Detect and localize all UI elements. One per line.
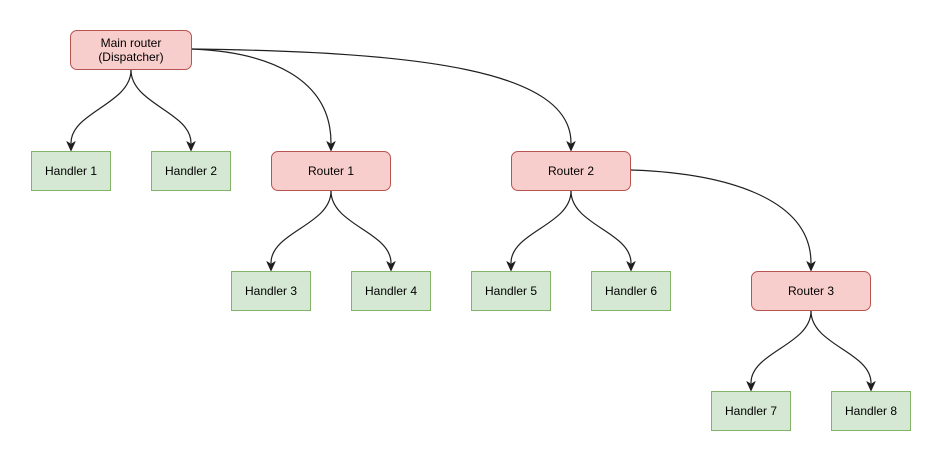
node-label-handler-1: Handler 1 <box>44 164 98 178</box>
node-label-main-router: Main router (Dispatcher) <box>98 36 164 64</box>
arrowhead-a-h8 <box>866 381 876 392</box>
edge-paths <box>70 48 872 384</box>
node-handler-4[interactable]: Handler 4 <box>351 271 431 311</box>
node-label-handler-5: Handler 5 <box>484 284 538 298</box>
arrowhead-a-h1 <box>66 141 76 152</box>
node-handler-3[interactable]: Handler 3 <box>231 271 311 311</box>
node-main-router[interactable]: Main router (Dispatcher) <box>70 30 192 70</box>
arrowhead-a-h2 <box>186 141 196 152</box>
edge-main-router-to-router-1 <box>191 48 332 144</box>
edge-router-3-to-handler-7 <box>750 310 812 384</box>
arrowhead-a-h6 <box>626 261 636 272</box>
arrowhead-a-r2 <box>566 141 576 152</box>
node-label-router-2: Router 2 <box>547 164 595 178</box>
node-handler-2[interactable]: Handler 2 <box>151 151 231 191</box>
node-router-3[interactable]: Router 3 <box>751 271 871 311</box>
arrowhead-a-h3 <box>266 261 276 272</box>
node-label-handler-3: Handler 3 <box>244 284 298 298</box>
edge-router-2-to-handler-6 <box>570 190 632 264</box>
node-label-handler-6: Handler 6 <box>604 284 658 298</box>
node-label-handler-2: Handler 2 <box>164 164 218 178</box>
node-handler-6[interactable]: Handler 6 <box>591 271 671 311</box>
node-handler-1[interactable]: Handler 1 <box>31 151 111 191</box>
arrowhead-a-h7 <box>746 381 756 392</box>
node-label-handler-7: Handler 7 <box>724 404 778 418</box>
edge-main-router-to-handler-2 <box>130 69 192 144</box>
node-label-router-3: Router 3 <box>787 284 835 298</box>
edge-main-router-to-handler-1 <box>70 69 132 144</box>
edge-router-2-to-router-3 <box>630 169 812 264</box>
node-label-handler-4: Handler 4 <box>364 284 418 298</box>
edge-router-2-to-handler-5 <box>510 190 572 264</box>
arrowhead-a-r3 <box>806 261 816 272</box>
edge-router-1-to-handler-3 <box>270 190 332 264</box>
arrowhead-a-h5 <box>506 261 516 272</box>
arrowhead-a-r1 <box>326 141 336 152</box>
node-handler-5[interactable]: Handler 5 <box>471 271 551 311</box>
edge-router-1-to-handler-4 <box>330 190 392 264</box>
node-handler-8[interactable]: Handler 8 <box>831 391 911 431</box>
node-label-handler-8: Handler 8 <box>844 404 898 418</box>
node-router-1[interactable]: Router 1 <box>271 151 391 191</box>
node-router-2[interactable]: Router 2 <box>511 151 631 191</box>
node-label-router-1: Router 1 <box>307 164 355 178</box>
arrowhead-a-h4 <box>386 261 396 272</box>
edge-main-router-to-router-2 <box>191 48 572 144</box>
node-handler-7[interactable]: Handler 7 <box>711 391 791 431</box>
edge-router-3-to-handler-8 <box>810 310 872 384</box>
